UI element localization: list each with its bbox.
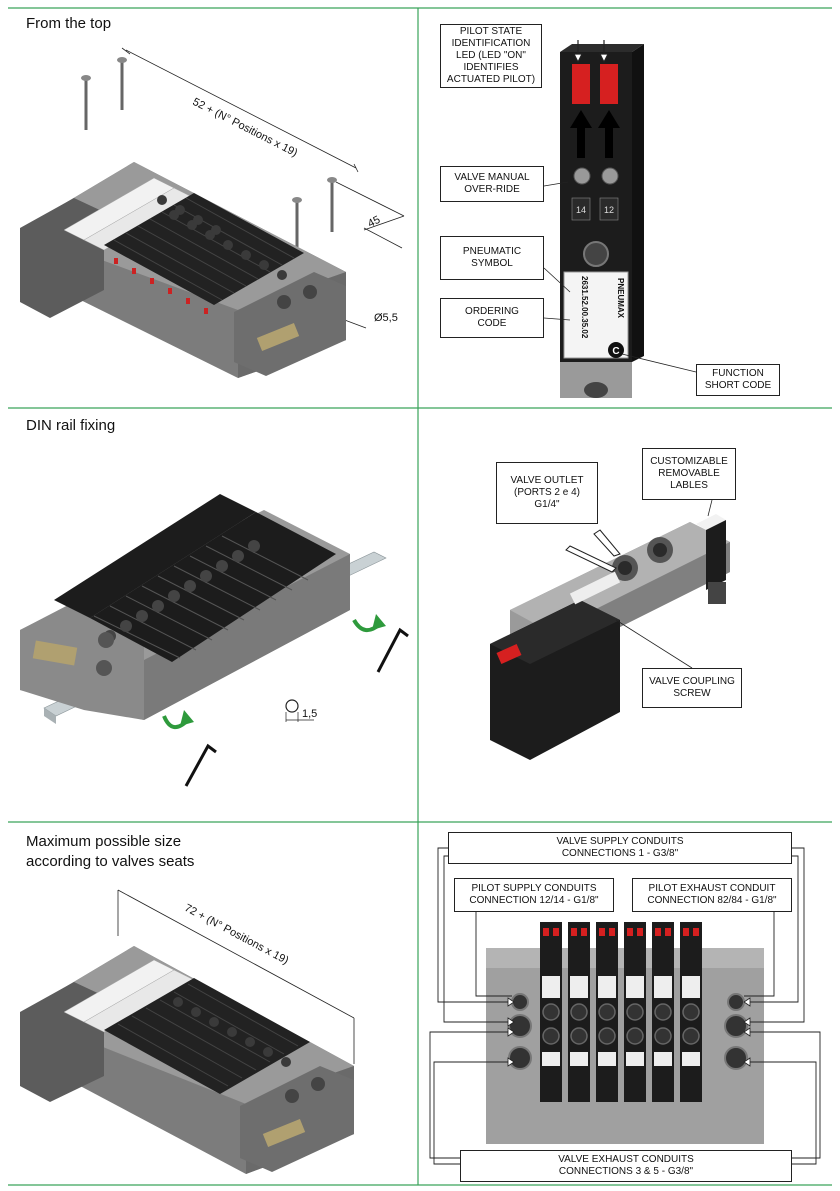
- led-red-right: [600, 64, 618, 104]
- manifold-max-size-view: [20, 889, 355, 1174]
- dim-din-thickness: 1,5: [302, 708, 318, 720]
- callout-pilot-led: PILOT STATE IDENTIFICATION LED (LED "ON"…: [440, 24, 542, 88]
- callout-coupling-screw: VALVE COUPLING SCREW: [642, 668, 742, 708]
- callout-valve-supply: VALVE SUPPLY CONDUITS CONNECTIONS 1 - G3…: [448, 832, 792, 864]
- section-title-max-size-1: Maximum possible size: [26, 833, 182, 850]
- hex-key-right: [376, 627, 409, 673]
- dim-top-hole: Ø5,5: [374, 312, 398, 324]
- label-brand: PNEUMAX: [616, 278, 625, 319]
- label-code: 2631.52.00.35.02: [580, 276, 589, 339]
- callout-pilot-supply: PILOT SUPPLY CONDUITS CONNECTION 12/14 -…: [454, 878, 614, 912]
- callout-manual-override: VALVE MANUAL OVER-RIDE: [440, 166, 544, 202]
- callout-removable-labels: CUSTOMIZABLE REMOVABLE LABLES: [642, 448, 736, 500]
- led-red-left: [572, 64, 590, 104]
- conduit-front-view: [429, 847, 821, 1165]
- valve-stack: [63, 177, 304, 314]
- callout-valve-outlet: VALVE OUTLET (PORTS 2 e 4) G1/4": [496, 462, 598, 524]
- callout-pneumatic-symbol: PNEUMATIC SYMBOL: [440, 236, 544, 280]
- callout-valve-exhaust: VALVE EXHAUST CONDUITS CONNECTIONS 3 & 5…: [460, 1150, 792, 1182]
- section-title-din-rail: DIN rail fixing: [26, 417, 116, 434]
- valve-detail-view: 14 12 PNEUMAX 2631.52.00.35.02 C: [543, 40, 697, 398]
- section-title-from-top: From the top: [26, 15, 112, 32]
- callout-pilot-exhaust: PILOT EXHAUST CONDUIT CONNECTION 82/84 -…: [632, 878, 792, 912]
- din-rail-view: [20, 494, 409, 787]
- manifold-top-view: [20, 47, 405, 378]
- label-letter: C: [612, 346, 619, 357]
- callout-ordering-code: ORDERING CODE: [440, 298, 544, 338]
- pilot-12-label: 12: [604, 205, 614, 215]
- section-title-max-size-2: according to valves seats: [26, 853, 195, 870]
- pilot-14-label: 14: [576, 205, 586, 215]
- valve-outlet-view: [490, 499, 730, 760]
- callout-function-code: FUNCTION SHORT CODE: [696, 364, 780, 396]
- hex-key-left: [184, 743, 217, 787]
